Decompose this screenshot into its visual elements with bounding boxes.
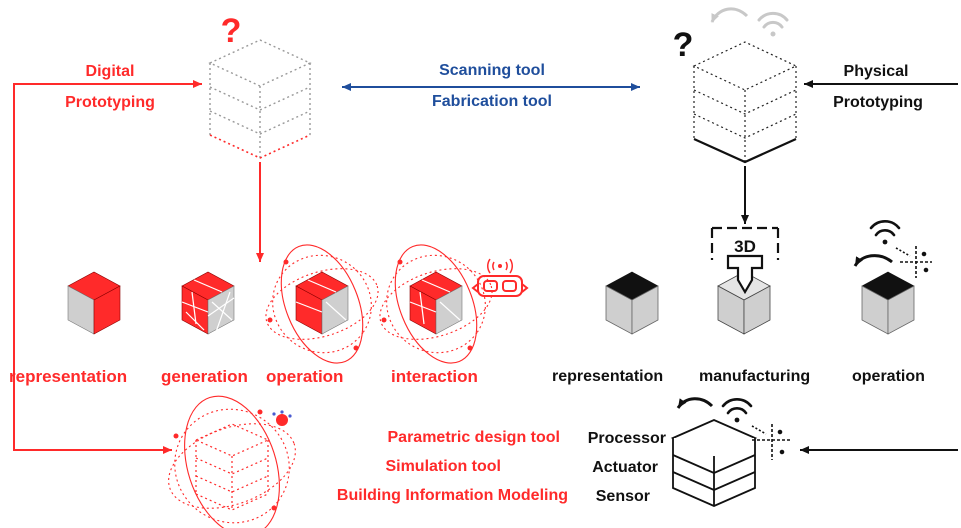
interaction-orbit (379, 244, 493, 364)
digital-tool-parametric: Parametric design tool (387, 429, 561, 446)
bridge-label-line1: Scanning tool (439, 62, 545, 79)
digital-stage-representation: representation (9, 367, 128, 386)
question-mark-icon: ? (673, 26, 694, 64)
3d-printer-icon (710, 226, 780, 295)
digital-tool-bim: Building Information Modeling (336, 487, 568, 504)
physical-operation-cube (861, 271, 915, 335)
digital-stage-interaction: interaction (391, 367, 478, 386)
physical-stage-manufacturing: manufacturing (699, 368, 811, 385)
digital-tool-simulation: Simulation tool (385, 458, 501, 475)
digital-stage-generation: generation (161, 367, 248, 386)
target-crosshair-icon (895, 246, 932, 278)
digital-title-line2: Prototyping (65, 94, 155, 111)
digital-tools-stack (168, 395, 296, 528)
digital-representation-cube (67, 271, 121, 335)
question-mark-icon: ? (221, 12, 242, 50)
sparkle-node-icon (272, 410, 292, 426)
printer-label: 3D (734, 237, 756, 256)
digital-interaction-cube (379, 244, 493, 364)
digital-stage-operation: operation (266, 367, 344, 386)
operation-orbit (265, 244, 379, 364)
rotate-arrow-icon (853, 254, 893, 267)
physical-title-line1: Physical (843, 63, 909, 80)
digital-loop-connector (13, 83, 172, 454)
wifi-icon (721, 398, 753, 423)
wifi-icon (757, 11, 789, 37)
target-crosshair-icon (751, 424, 790, 460)
digital-operation-cube (265, 244, 379, 364)
bridge-label-line2: Fabrication tool (432, 93, 552, 110)
physical-stage-operation: operation (852, 368, 925, 385)
rotate-arrow-icon (710, 7, 749, 23)
component-actuator: Actuator (592, 459, 658, 476)
wifi-icon (869, 220, 901, 245)
component-processor: Processor (587, 430, 666, 447)
digital-generation-cube (181, 271, 235, 335)
physical-manufacturing-cube (717, 271, 771, 335)
vr-headset-icon (471, 258, 529, 297)
physical-prototype-stack (692, 41, 798, 164)
physical-representation-cube (605, 271, 659, 335)
physical-title-line2: Prototyping (833, 94, 923, 111)
physical-stage-representation: representation (552, 368, 664, 385)
physical-components-stack (670, 419, 758, 507)
digital-title-line1: Digital (85, 63, 135, 80)
rotate-arrow-icon (676, 397, 714, 409)
digital-prototype-stack (208, 39, 312, 159)
component-sensor: Sensor (595, 488, 650, 505)
